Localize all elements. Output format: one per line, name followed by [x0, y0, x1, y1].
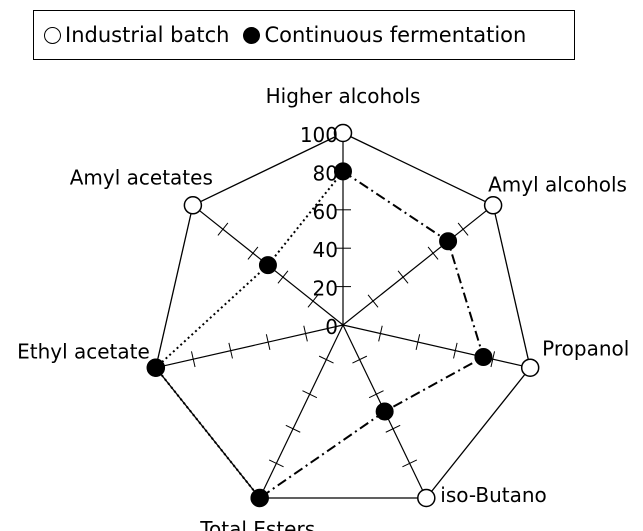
data-point-continuous-fermentation [250, 488, 269, 507]
axis-label: Propanol [542, 337, 629, 361]
series-line-industrial-batch [155, 132, 531, 499]
axis-tick [247, 246, 259, 260]
axis-label: Amyl alcohols [488, 172, 627, 196]
axis-tick [277, 270, 289, 284]
axis-label: iso-Butano [440, 483, 547, 507]
data-point-industrial-batch [417, 488, 436, 508]
radial-tick-label: 100 [300, 123, 338, 147]
legend-item-industrial-batch: Industrial batch [44, 23, 229, 47]
axis-tick [302, 390, 318, 399]
axis-tick [385, 424, 401, 433]
radial-tick-label: 20 [313, 277, 338, 301]
axis-label: Total Esters [199, 517, 315, 531]
axis-spoke [155, 324, 344, 369]
radial-tick-label: 0 [325, 315, 338, 339]
data-point-continuous-fermentation [146, 358, 165, 377]
axis-tick [265, 334, 271, 351]
axis-spoke [342, 204, 494, 326]
radial-tick-label: 60 [313, 200, 338, 224]
axis-tick [368, 390, 384, 399]
open-circle-icon [44, 26, 61, 44]
series-line-continuous-dashdot [259, 170, 485, 499]
data-point-continuous-fermentation [258, 256, 277, 275]
axis-tick [427, 246, 439, 260]
axis-tick [457, 222, 469, 236]
axis-label: Amyl acetates [70, 165, 213, 189]
axis-tick [217, 222, 229, 236]
axis-tick [397, 270, 409, 284]
radial-tick-label: 40 [313, 238, 338, 262]
filled-circle-icon [243, 26, 261, 44]
axis-tick [490, 351, 496, 368]
axis-tick [228, 342, 233, 359]
data-point-continuous-fermentation [474, 348, 493, 367]
axis-tick [402, 459, 418, 468]
legend-label: Industrial batch [65, 23, 230, 47]
axis-tick [268, 459, 284, 468]
axis-tick [303, 325, 308, 342]
axis-tick [307, 294, 319, 308]
data-point-continuous-fermentation [439, 232, 458, 251]
axis-spoke [259, 324, 344, 499]
axis-tick [318, 355, 334, 364]
axis-tick [285, 424, 301, 433]
data-point-continuous-fermentation [375, 402, 394, 421]
legend-label: Continuous fermentation [264, 23, 527, 47]
legend-item-continuous-fermentation: Continuous fermentation [243, 23, 526, 47]
axis-tick [415, 334, 421, 351]
legend: Industrial batch Continuous fermentation [33, 10, 575, 60]
data-point-industrial-batch [520, 358, 540, 377]
axis-tick [453, 342, 458, 359]
axis-tick [378, 325, 383, 342]
data-point-industrial-batch [183, 196, 203, 215]
axis-tick [352, 355, 368, 364]
axis-tick [190, 351, 196, 368]
axis-label: Ethyl acetate [17, 340, 150, 364]
axis-label: Higher alcohols [266, 84, 421, 108]
data-point-industrial-batch [333, 123, 353, 143]
axis-spoke [342, 324, 531, 369]
radial-tick-label: 80 [313, 161, 338, 185]
data-point-industrial-batch [483, 196, 503, 215]
data-point-continuous-fermentation [334, 162, 352, 181]
axis-tick [367, 294, 379, 308]
